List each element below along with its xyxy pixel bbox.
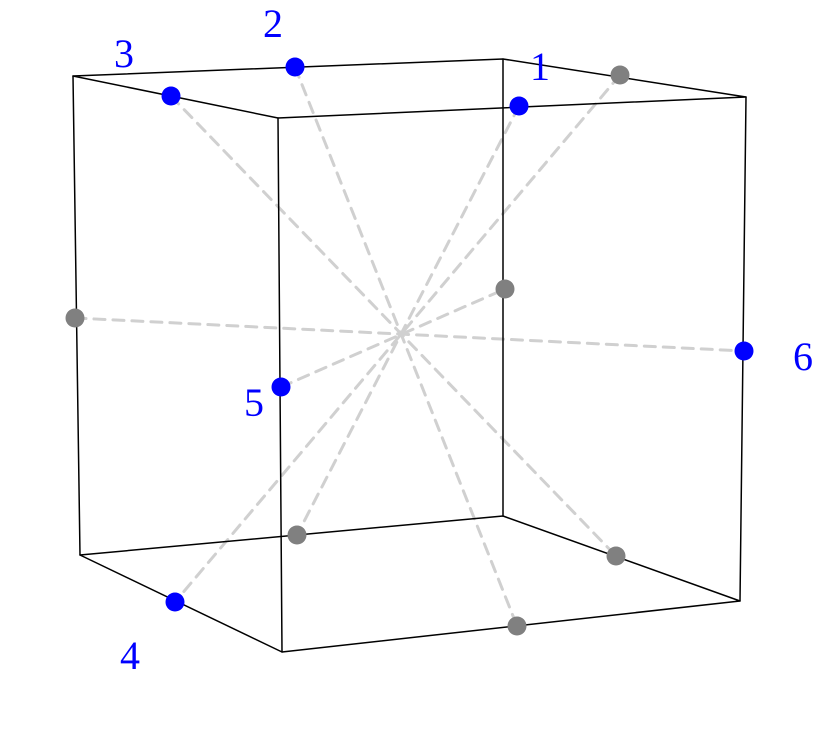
axis-line-6 (73, 316, 746, 353)
gray-point-bottom-front (507, 616, 527, 636)
blue-point-2 (285, 57, 305, 77)
axis-line-5 (279, 287, 507, 389)
gray-point-top-right (610, 65, 630, 85)
axis-line-4 (173, 73, 622, 604)
cube-wireframe (72, 58, 747, 653)
blue-point-4 (165, 592, 185, 612)
axis-lines (73, 65, 746, 628)
label-2: 2 (263, 1, 283, 46)
label-4: 4 (120, 633, 140, 678)
cube-bottom-face (79, 515, 741, 653)
blue-point-6 (734, 341, 754, 361)
point-labels: 1 2 3 4 5 6 (114, 1, 813, 678)
gray-point-bottom-right (606, 546, 626, 566)
gray-points (65, 65, 630, 636)
label-5: 5 (244, 380, 264, 425)
axis-line-1 (295, 104, 521, 537)
gray-point-left-vertical (65, 308, 85, 328)
blue-point-5 (271, 377, 291, 397)
blue-point-3 (161, 86, 181, 106)
axis-line-2 (293, 65, 519, 628)
blue-point-1 (509, 96, 529, 116)
label-6: 6 (793, 334, 813, 379)
axis-line-3 (169, 94, 618, 558)
gray-point-bottom-back (287, 525, 307, 545)
label-1: 1 (530, 44, 550, 89)
blue-points (161, 57, 754, 612)
label-3: 3 (114, 31, 134, 76)
gray-point-back-vertical (495, 279, 515, 299)
